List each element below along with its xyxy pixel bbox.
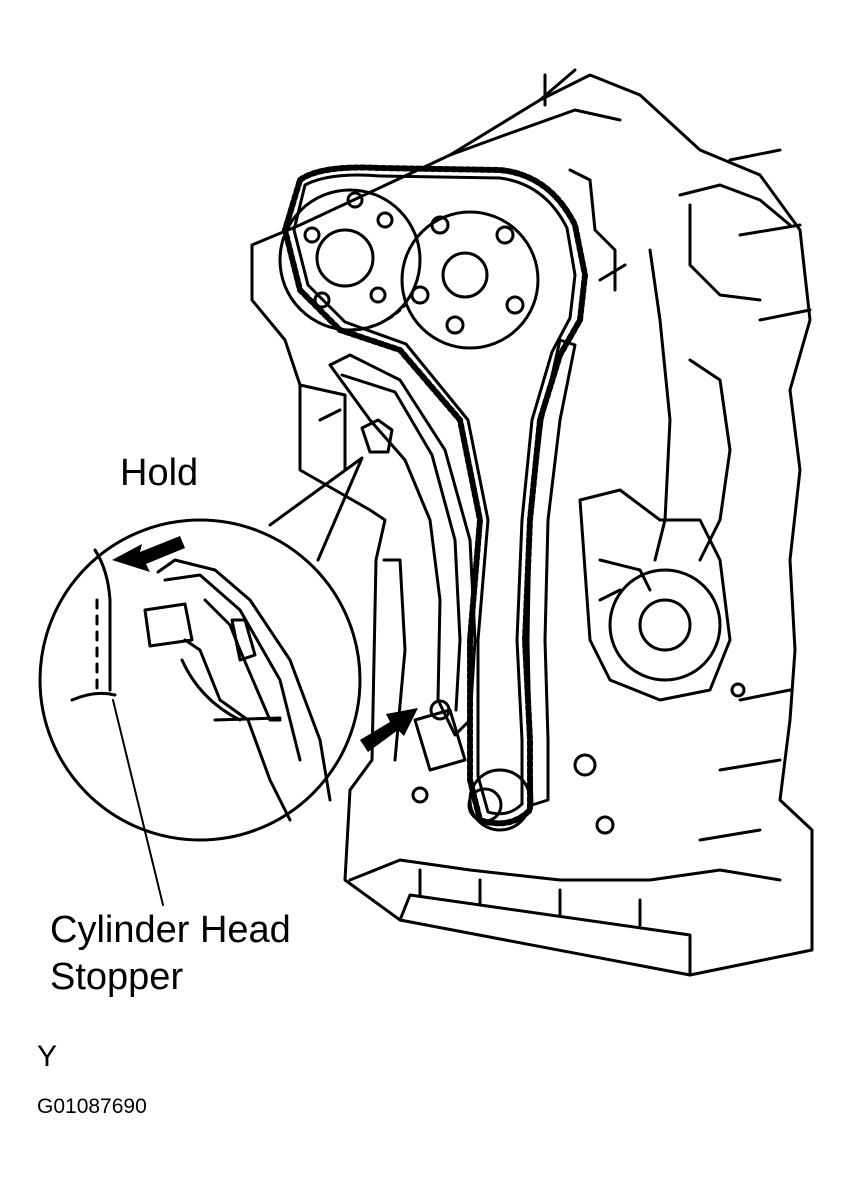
chain-tensioner-slipper	[328, 353, 477, 737]
detail-slipper	[163, 573, 302, 762]
sprocket-hole	[346, 191, 364, 209]
block-contour	[678, 183, 792, 302]
block-contour	[448, 68, 622, 157]
callout-pointer	[268, 456, 364, 562]
camshaft-sprocket-right	[400, 210, 540, 350]
chain-guide-right	[526, 338, 577, 807]
block-contour	[348, 858, 782, 882]
detail-head-edge	[93, 548, 112, 692]
detail-slot	[230, 618, 257, 662]
sprocket-hole	[495, 225, 515, 245]
bolt	[573, 753, 597, 777]
cylinder-head-stopper-label-line1: Cylinder Head	[50, 909, 291, 951]
block-contour	[398, 893, 692, 977]
sprocket-hole	[410, 285, 430, 305]
chain-tensioner-slipper-inner	[340, 373, 462, 712]
camshaft-sprocket-right-hub	[441, 251, 489, 299]
block-contour	[728, 148, 812, 322]
cover-boss	[608, 568, 722, 682]
sprocket-hole	[445, 315, 465, 335]
block-contour	[688, 358, 732, 562]
sprocket-hole	[376, 211, 394, 229]
block-contour	[698, 688, 792, 842]
stopper-leader-line	[112, 699, 164, 906]
sprocket-teeth	[338, 303, 407, 332]
cover-contour	[598, 558, 652, 602]
block-contour	[298, 383, 347, 472]
hold-label: Hold	[120, 452, 199, 494]
figure-code: G01087690	[37, 1095, 147, 1118]
detail-rail	[180, 658, 282, 722]
block-contour	[382, 558, 407, 762]
sprocket-hole	[313, 291, 331, 309]
detail-slipper-body	[183, 638, 292, 822]
sprocket-hole	[303, 226, 321, 244]
detail-slipper-body	[203, 598, 282, 722]
block-contour	[418, 868, 642, 927]
sprocket-hole	[430, 215, 450, 235]
camshaft-sprocket-left-hub	[315, 228, 375, 288]
detail-stopper-tab	[143, 602, 194, 648]
crankshaft-sprocket-hub	[467, 787, 503, 823]
cylinder-head-stopper	[360, 418, 394, 454]
timing-chain-inner	[292, 173, 577, 816]
block-contour	[648, 248, 672, 562]
sprocket-hole	[369, 286, 387, 304]
bolt	[730, 682, 746, 698]
tensioner-body	[413, 708, 467, 772]
engine-block-outline	[250, 73, 814, 977]
view-label: Y	[37, 1040, 58, 1073]
cover-contour	[578, 488, 732, 702]
bolt	[595, 815, 615, 835]
cover-boss	[638, 598, 692, 652]
magnified-detail-circle	[38, 518, 362, 842]
detail-head-base	[70, 691, 117, 702]
bolt	[411, 786, 429, 804]
sprocket-hole	[505, 295, 525, 315]
block-contour	[568, 168, 627, 292]
arrow-icon	[112, 536, 185, 572]
arrow-icon	[360, 708, 418, 752]
timing-chain	[282, 164, 588, 827]
cylinder-head-stopper-label-line2: Stopper	[50, 956, 184, 998]
detail-slipper	[156, 558, 332, 802]
